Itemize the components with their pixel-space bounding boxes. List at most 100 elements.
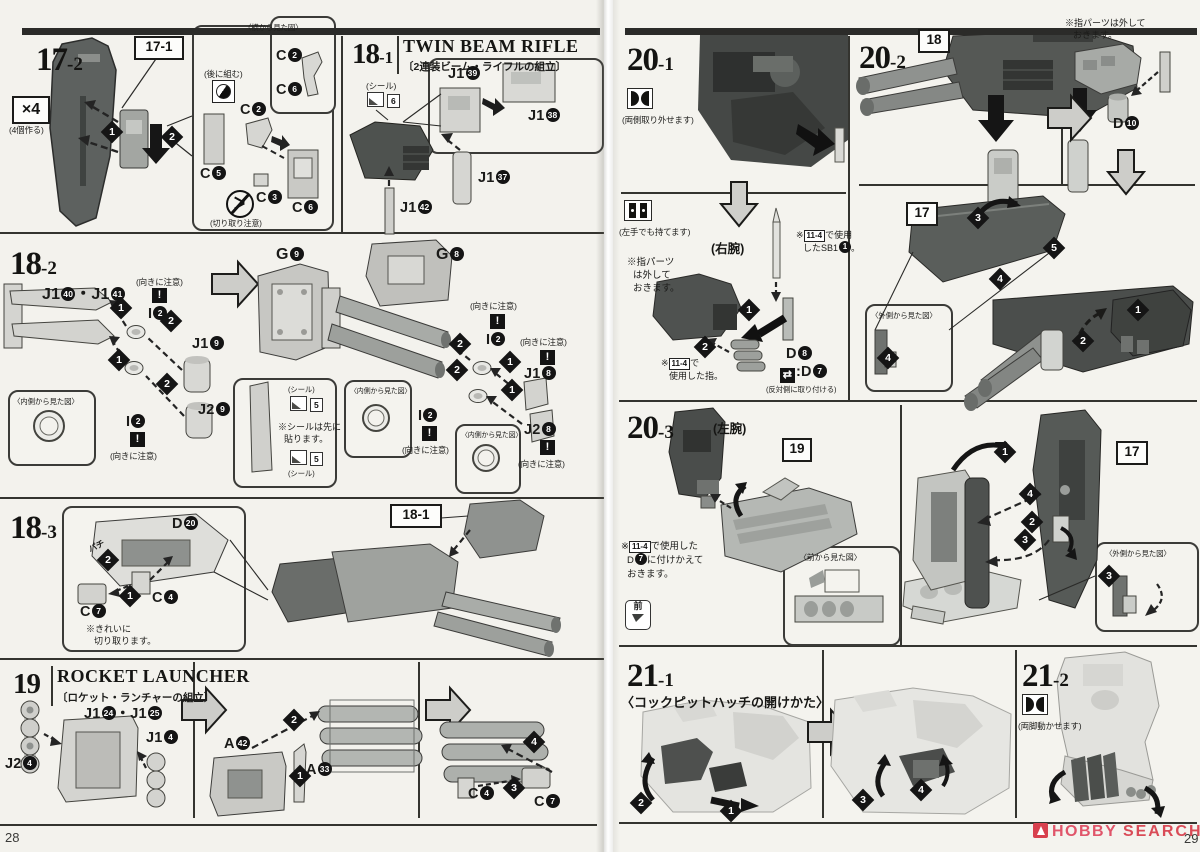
- part-prefix: J1: [400, 200, 417, 216]
- step-number: 4: [997, 273, 1003, 285]
- section-header-21-2: 21-2: [1022, 658, 1069, 695]
- step-number: 2: [168, 315, 174, 327]
- part-badge: 42: [235, 736, 250, 750]
- step-marker-1: 1: [118, 584, 142, 608]
- page-number-left: 28: [5, 830, 20, 845]
- section-number: 20: [627, 410, 659, 446]
- ref-box-11-4: 11-4: [803, 230, 826, 242]
- section-number: 18: [10, 246, 42, 282]
- section-header-18-2: 18-2: [10, 246, 57, 283]
- part-badge: 7: [91, 604, 106, 618]
- step-number: 1: [507, 356, 513, 368]
- step-number: 3: [860, 794, 866, 806]
- section-number: 21: [1022, 658, 1054, 694]
- sticker-icon: [290, 450, 307, 465]
- part-prefix: J1: [42, 286, 61, 303]
- step-marker-1: 1: [993, 440, 1017, 464]
- orientation-note: (向きに注意): [402, 445, 449, 455]
- step-marker-2: 2: [445, 358, 469, 382]
- section-header-18-1: 18-1: [352, 38, 393, 71]
- step-marker-3: 3: [502, 776, 526, 800]
- assemble-later-note: (後に組む): [204, 69, 243, 79]
- section-number: 20: [859, 40, 891, 76]
- part-badge: 7: [812, 364, 827, 378]
- part-badge: 20: [183, 516, 198, 530]
- illustration-right-page: [640, 28, 1194, 818]
- part-prefix: C: [200, 166, 211, 182]
- part-prefix: J1: [528, 108, 545, 124]
- note-text: に付けかえて: [646, 555, 704, 566]
- step-marker-2: 2: [159, 309, 183, 333]
- step-number: 1: [116, 354, 122, 366]
- section-number: 19: [13, 668, 41, 700]
- warning-icon: !: [540, 440, 555, 455]
- part-prefix: G: [436, 246, 449, 263]
- section-number: 17: [36, 42, 68, 78]
- part-badge: 9: [209, 336, 224, 350]
- header-divider: [51, 666, 53, 706]
- part-badge: 2: [423, 408, 438, 422]
- front-direction-icon: 前: [625, 600, 651, 630]
- note-text: で: [690, 358, 700, 368]
- part-prefix: A: [306, 762, 317, 778]
- warning-icon: !: [130, 432, 145, 447]
- section-subtitle: 〔2連装ビーム・ライフルの組立〕: [403, 61, 567, 73]
- part-prefix: J2: [198, 402, 215, 418]
- step-number: 2: [169, 131, 175, 143]
- step-marker-2: 2: [160, 125, 184, 149]
- part-badge: 8: [449, 247, 464, 261]
- part-badge: 6: [287, 82, 302, 96]
- divider: [341, 36, 343, 232]
- seal-note: (シール): [288, 469, 315, 478]
- seal-icon-row: 6: [367, 92, 400, 108]
- ref-box-11-4: 11-4: [668, 358, 691, 370]
- seal-note: (シール): [288, 385, 315, 394]
- part-badge: 4: [163, 730, 178, 744]
- callout-label: 17: [1124, 444, 1140, 459]
- step-marker-4: 4: [909, 778, 933, 802]
- section-title: TWIN BEAM RIFLE: [403, 36, 579, 56]
- step-number: 2: [457, 338, 463, 350]
- part-prefix: C: [276, 82, 287, 98]
- finger-note: ※指パーツは外して: [1065, 18, 1146, 28]
- warning-icon: !: [490, 314, 505, 329]
- step-marker-3: 3: [851, 788, 875, 812]
- part-badge: 2: [251, 102, 266, 116]
- seal-first-note: ※シールは先に: [278, 422, 342, 432]
- step-number: 1: [127, 590, 133, 602]
- step-number: 1: [1002, 446, 1008, 458]
- page-top-rule: [22, 28, 600, 35]
- page-right: 20-1 (両側取り外せます) (左手でも持てます) (右腕) ※指パーツ は外…: [613, 0, 1200, 852]
- warning-icon: !: [422, 426, 437, 441]
- seal-number: 5: [310, 398, 323, 412]
- step-number: 4: [885, 352, 891, 364]
- callout-label: 17-1: [145, 39, 173, 54]
- part-badge: 7: [545, 794, 560, 808]
- part-badge: 24: [101, 706, 116, 720]
- step-marker-4: 4: [876, 346, 900, 370]
- step-marker-2: 2: [1071, 329, 1095, 353]
- note-text: ※: [621, 541, 629, 552]
- section-subnumber: -2: [1053, 670, 1069, 691]
- callout-17b: 17: [1116, 441, 1148, 465]
- part-prefix: J1: [146, 730, 163, 746]
- part-prefix: I: [418, 408, 423, 424]
- outer-view-label: 〈外側から見た図〉: [1105, 549, 1171, 558]
- step-number: 2: [702, 341, 708, 353]
- logo-text-search: SEARCH: [1122, 823, 1200, 840]
